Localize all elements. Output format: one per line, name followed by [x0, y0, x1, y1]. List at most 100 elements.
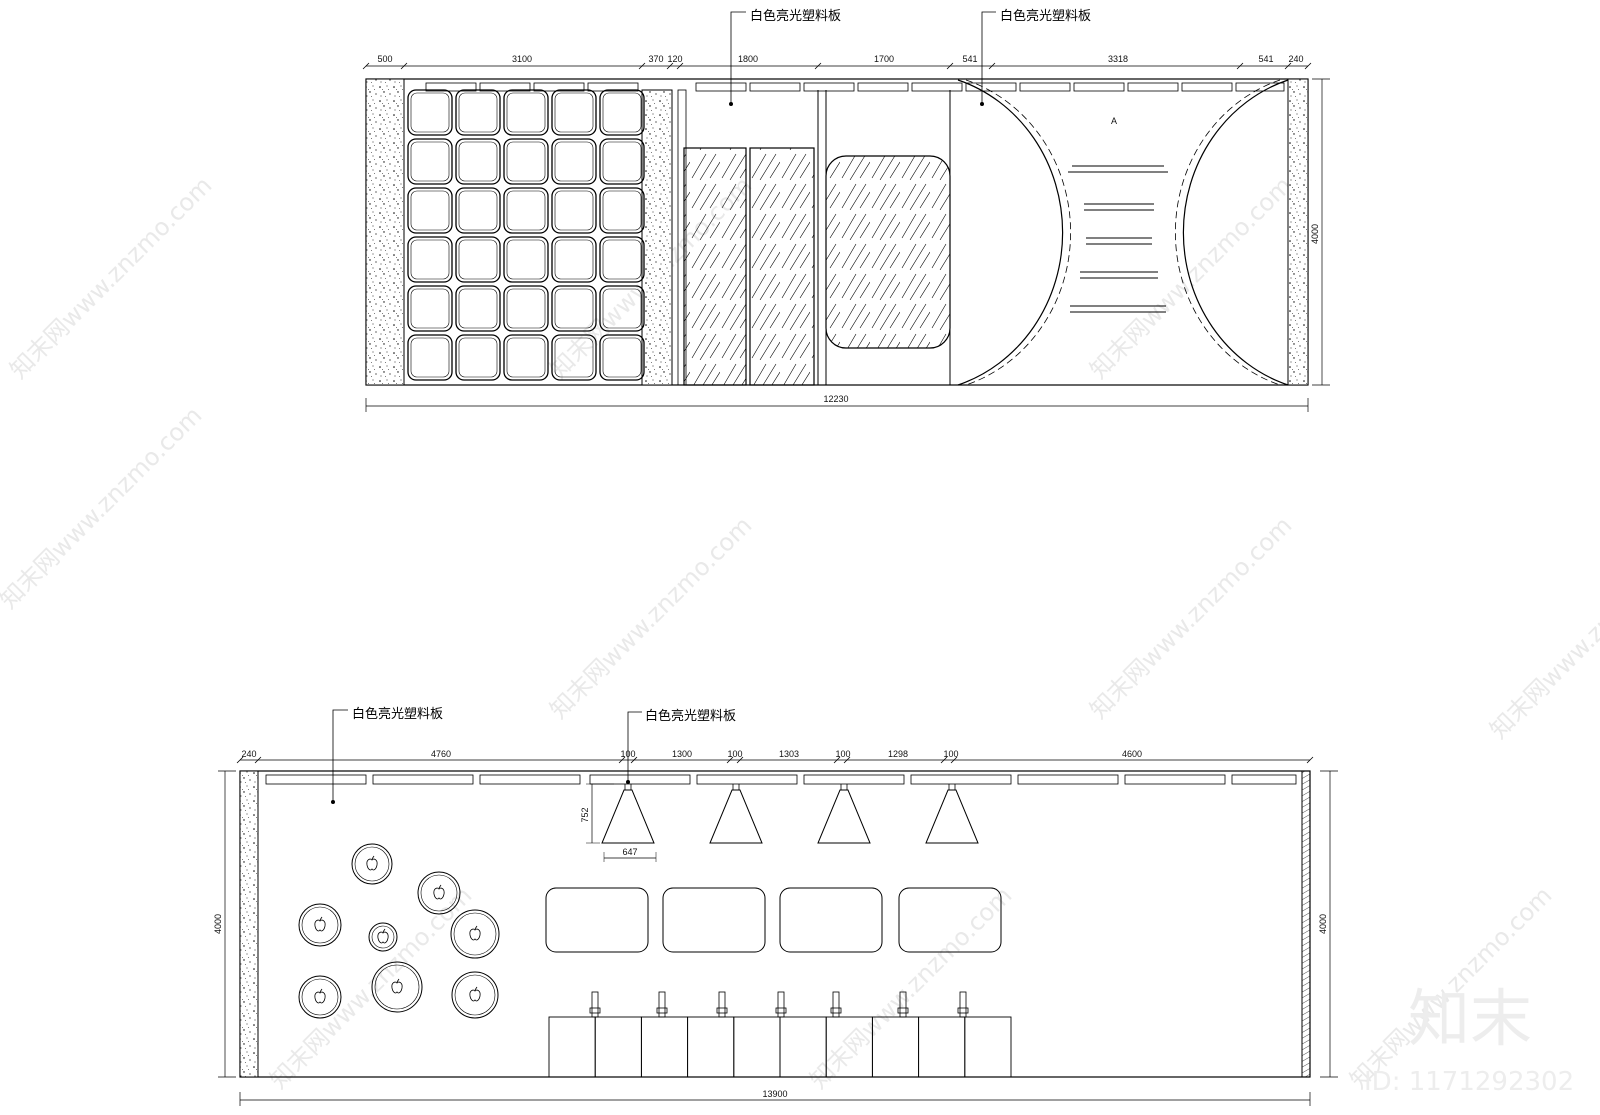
tile-cushion — [503, 236, 549, 283]
apple-logo-icon — [433, 884, 445, 900]
disc-inner — [420, 874, 458, 912]
elevation-outline — [239, 770, 1311, 1078]
tile-cushion — [551, 236, 597, 283]
tile-cushion — [503, 285, 549, 332]
dim-tick — [1236, 62, 1244, 70]
sign-text: A — [1111, 116, 1117, 126]
tile-cushion-inner — [506, 239, 546, 280]
glass-door-right — [749, 147, 815, 386]
stand-base — [957, 1007, 969, 1014]
arc-display-wall: A — [957, 79, 1289, 386]
tile-cushion-inner — [554, 141, 594, 182]
stand-base — [830, 1007, 842, 1014]
apple-logo-disc — [371, 961, 423, 1013]
top-dimension-chain: 240 4760 100 1300 100 1303 100 1298 100 … — [236, 749, 1314, 764]
tile-cushion — [503, 138, 549, 185]
top-dimension-chain: 500 3100 370 120 1800 1700 541 3318 541 … — [362, 54, 1312, 70]
tile-cushion-inner — [602, 239, 642, 280]
product-stand — [777, 991, 785, 1018]
tile-cushion-inner — [554, 337, 594, 378]
display-board — [662, 887, 766, 953]
display-counter — [548, 991, 1012, 1078]
tile-cushion — [503, 89, 549, 136]
tufted-wall-panel — [407, 89, 645, 381]
tile-cushion — [599, 285, 645, 332]
dim-label: 4000 — [1318, 914, 1328, 934]
watermark-text: 知末网www.znzmo.com — [4, 171, 217, 384]
disc-inner — [301, 978, 339, 1016]
side-wall — [1301, 770, 1311, 1078]
dim-label: 370 — [648, 54, 663, 64]
apple-logo-disc — [351, 843, 393, 885]
tile-cushion — [407, 334, 453, 381]
dim-tick — [736, 756, 744, 764]
tile-cushion-inner — [506, 337, 546, 378]
stand-base — [716, 1007, 728, 1014]
tile-cushion — [551, 334, 597, 381]
dim-label: 1800 — [738, 54, 758, 64]
tile-cushion — [551, 89, 597, 136]
stand-base — [775, 1007, 787, 1014]
dim-tick — [638, 62, 646, 70]
tile-cushion — [503, 187, 549, 234]
tile-cushion — [455, 138, 501, 185]
dim-label: 4000 — [213, 914, 223, 934]
disc-outer — [298, 975, 342, 1019]
counter-cabinet — [964, 1016, 1012, 1078]
dim-tick — [1306, 756, 1314, 764]
tile-cushion-inner — [410, 92, 450, 133]
apple-logo-disc — [298, 903, 342, 947]
counter-cabinet — [918, 1016, 966, 1078]
tile-cushion-inner — [554, 288, 594, 329]
product-stand — [899, 991, 907, 1018]
tile-cushion-inner — [410, 141, 450, 182]
counter-cabinet — [687, 1016, 735, 1078]
dim-label: 4000 — [1310, 224, 1320, 244]
apple-logo-icon — [366, 855, 378, 871]
apple-logo-icon — [469, 986, 481, 1002]
dim-label: 1700 — [874, 54, 894, 64]
counter-cabinet — [733, 1016, 781, 1078]
tile-cushion — [503, 334, 549, 381]
tile-cushion — [455, 187, 501, 234]
dim-tick — [814, 62, 822, 70]
apple-logo-disc — [451, 971, 499, 1019]
apple-logo-icon — [314, 916, 326, 932]
dim-label: 541 — [1258, 54, 1273, 64]
dim-label: 240 — [1288, 54, 1303, 64]
tile-cushion — [407, 138, 453, 185]
tile-cushion-inner — [458, 141, 498, 182]
watermark-text: 知末网www.znzmo.com — [804, 881, 1017, 1094]
apple-logo-icon — [391, 978, 403, 994]
apple-logo-cluster — [298, 843, 500, 1019]
material-callout: 白色亮光塑料板 — [331, 706, 443, 804]
tile-cushion-inner — [602, 337, 642, 378]
dim-tick — [676, 62, 684, 70]
tile-cushion — [455, 89, 501, 136]
callout-text: 白色亮光塑料板 — [645, 708, 736, 724]
tile-cushion — [407, 236, 453, 283]
tile-cushion-inner — [506, 288, 546, 329]
height-dimension: 4000 — [213, 770, 236, 1078]
dim-tick — [236, 756, 244, 764]
disc-outer — [451, 971, 499, 1019]
total-dimension: 13900 — [239, 1089, 1311, 1106]
disc-outer — [450, 909, 500, 959]
product-stand — [832, 991, 840, 1018]
tile-cushion — [455, 285, 501, 332]
id-watermark: ID: 1171292302 — [1364, 1067, 1574, 1097]
dim-tick — [950, 756, 958, 764]
dim-label: 100 — [727, 749, 742, 759]
callout-text: 白色亮光塑料板 — [352, 706, 443, 722]
disc-inner — [454, 974, 496, 1016]
tile-cushion-inner — [458, 239, 498, 280]
apple-logo-disc — [368, 922, 398, 952]
disc-inner — [374, 964, 420, 1010]
counter-cabinet — [594, 1016, 642, 1078]
dim-label: 500 — [377, 54, 392, 64]
tile-cushion-inner — [602, 288, 642, 329]
dim-label: 4760 — [431, 749, 451, 759]
ceiling-light-strip — [425, 82, 1285, 92]
disc-inner — [453, 912, 497, 956]
